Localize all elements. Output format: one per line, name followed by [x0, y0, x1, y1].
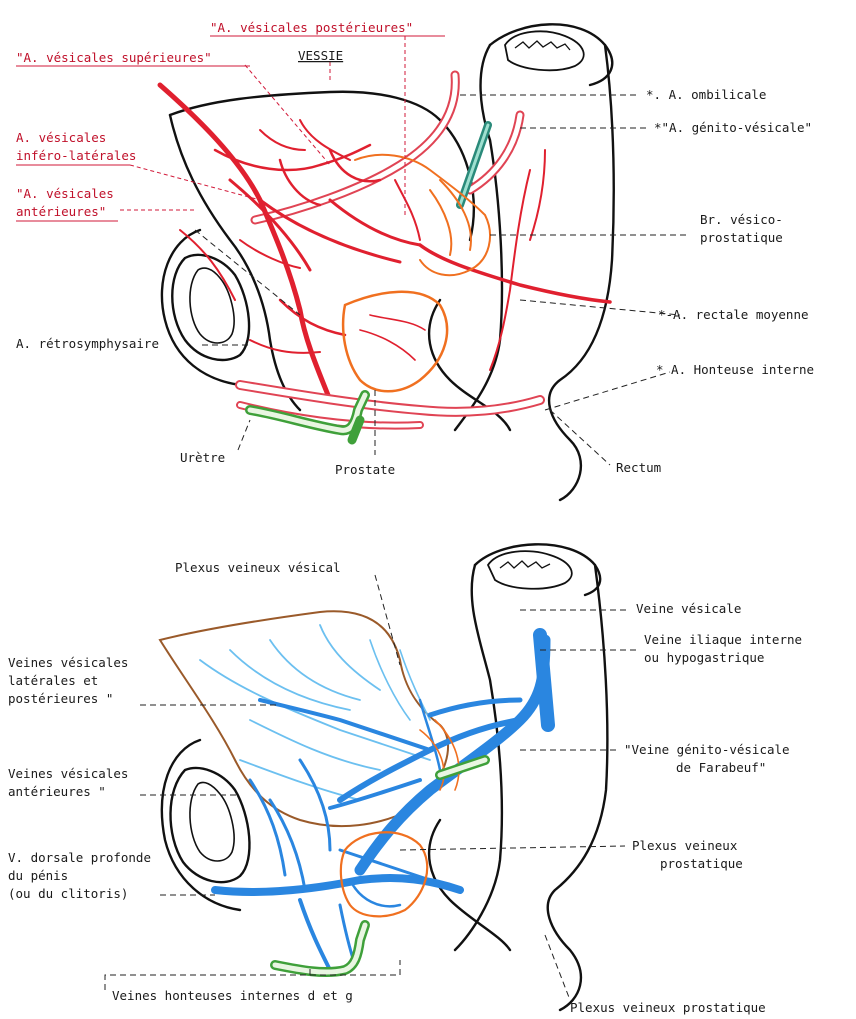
- label-genito-farabeuf-2: de Farabeuf": [676, 760, 766, 775]
- label-honteuses: Veines honteuses internes d et g: [112, 988, 353, 1003]
- label-prostate: Prostate: [335, 462, 395, 477]
- label-genito-vesicale: *"A. génito-vésicale": [654, 120, 812, 135]
- label-vesicales-posterieures: "A. vésicales postérieures": [210, 20, 413, 35]
- label-plexus-prost-1: Plexus veineux: [632, 838, 738, 853]
- label-retrosymphysaire: A. rétrosymphysaire: [16, 336, 159, 351]
- pubic-bone-bottom: [162, 740, 250, 910]
- label-rectale: *-A. rectale moyenne: [658, 307, 809, 322]
- venous-diagram: Plexus veineux vésical Veine vésicale Ve…: [8, 544, 802, 1015]
- label-dorsale-3: (ou du clitoris): [8, 886, 128, 901]
- label-ant-2: antérieures ": [8, 784, 106, 799]
- label-vessie: VESSIE: [298, 48, 343, 63]
- label-rectum: Rectum: [616, 460, 661, 475]
- label-vesicales-superieures: "A. vésicales supérieures": [16, 50, 212, 65]
- top-leader-lines: [120, 36, 690, 465]
- label-vesicales-infero-2: inféro-latérales: [16, 148, 136, 163]
- label-lat-post-3: postérieures ": [8, 691, 113, 706]
- label-uretre: Urètre: [180, 450, 225, 465]
- label-ombilicale: *. A. ombilicale: [646, 87, 766, 102]
- label-veine-vesicale: Veine vésicale: [636, 601, 741, 616]
- label-dorsale-2: du pénis: [8, 868, 68, 883]
- label-br-vesico-2: prostatique: [700, 230, 783, 245]
- rectum: [455, 24, 614, 500]
- rectum-bottom: [455, 544, 607, 1010]
- label-honteuse: * A. Honteuse interne: [656, 362, 814, 377]
- label-lat-post-2: latérales et: [8, 673, 98, 688]
- label-vesicales-ant-2: antérieures": [16, 204, 106, 219]
- label-plexus-prost-bottom: Plexus veineux prostatique: [570, 1000, 766, 1015]
- label-dorsale-1: V. dorsale profonde: [8, 850, 151, 865]
- label-vesicales-ant-1: "A. vésicales: [16, 186, 114, 201]
- label-plexus-vesical: Plexus veineux vésical: [175, 560, 341, 575]
- label-iliaque-1: Veine iliaque interne: [644, 632, 802, 647]
- bottom-labels: Plexus veineux vésical Veine vésicale Ve…: [8, 560, 802, 1015]
- arterial-diagram: "A. vésicales postérieures" "A. vésicale…: [16, 20, 814, 500]
- label-genito-farabeuf-1: "Veine génito-vésicale: [624, 742, 790, 757]
- label-vesicales-infero-1: A. vésicales: [16, 130, 106, 145]
- label-iliaque-2: ou hypogastrique: [644, 650, 764, 665]
- main-veins: [215, 635, 548, 970]
- label-plexus-prost-2: prostatique: [660, 856, 743, 871]
- vesical-arteries: [160, 85, 610, 426]
- label-lat-post-1: Veines vésicales: [8, 655, 128, 670]
- label-ant-1: Veines vésicales: [8, 766, 128, 781]
- label-br-vesico-1: Br. vésico-: [700, 212, 783, 227]
